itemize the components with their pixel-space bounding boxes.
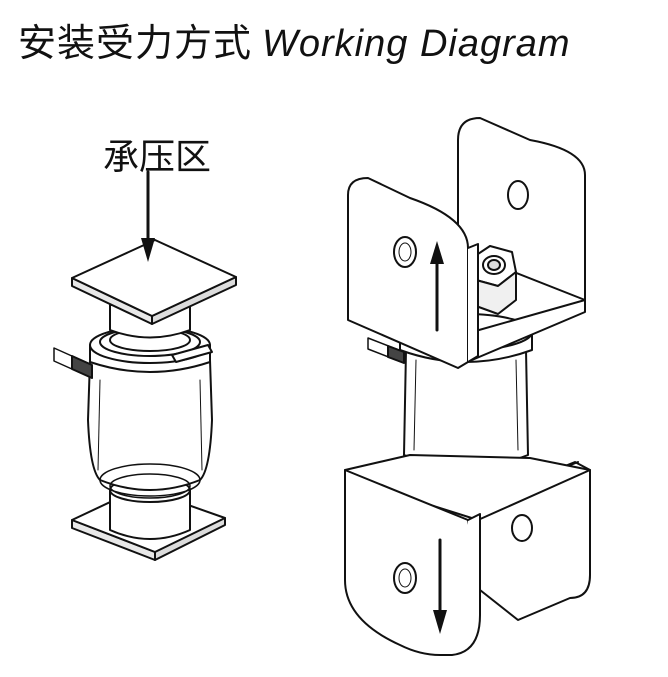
top-nut xyxy=(472,246,516,314)
compression-zone-label: 承压区 xyxy=(103,137,212,178)
tension-up-arrow xyxy=(430,241,444,330)
tension-down-arrow xyxy=(433,540,447,634)
bolt-hole-bottom-back xyxy=(512,515,532,541)
compression-load-cell xyxy=(54,172,236,560)
cell-body xyxy=(88,327,212,498)
bottom-clevis-front-wall xyxy=(345,470,480,655)
tension-cable xyxy=(368,338,404,363)
bolt-hole-bottom-front xyxy=(394,563,416,593)
cable xyxy=(54,348,92,378)
title-chinese: 安装受力方式 xyxy=(18,21,253,65)
top-plate xyxy=(72,240,236,324)
compression-arrow xyxy=(141,172,155,262)
bolt-hole-top-front xyxy=(394,237,416,267)
title-english: Working Diagram xyxy=(262,23,571,65)
bolt-hole-top-back xyxy=(508,181,528,209)
tension-load-cell xyxy=(345,118,590,655)
